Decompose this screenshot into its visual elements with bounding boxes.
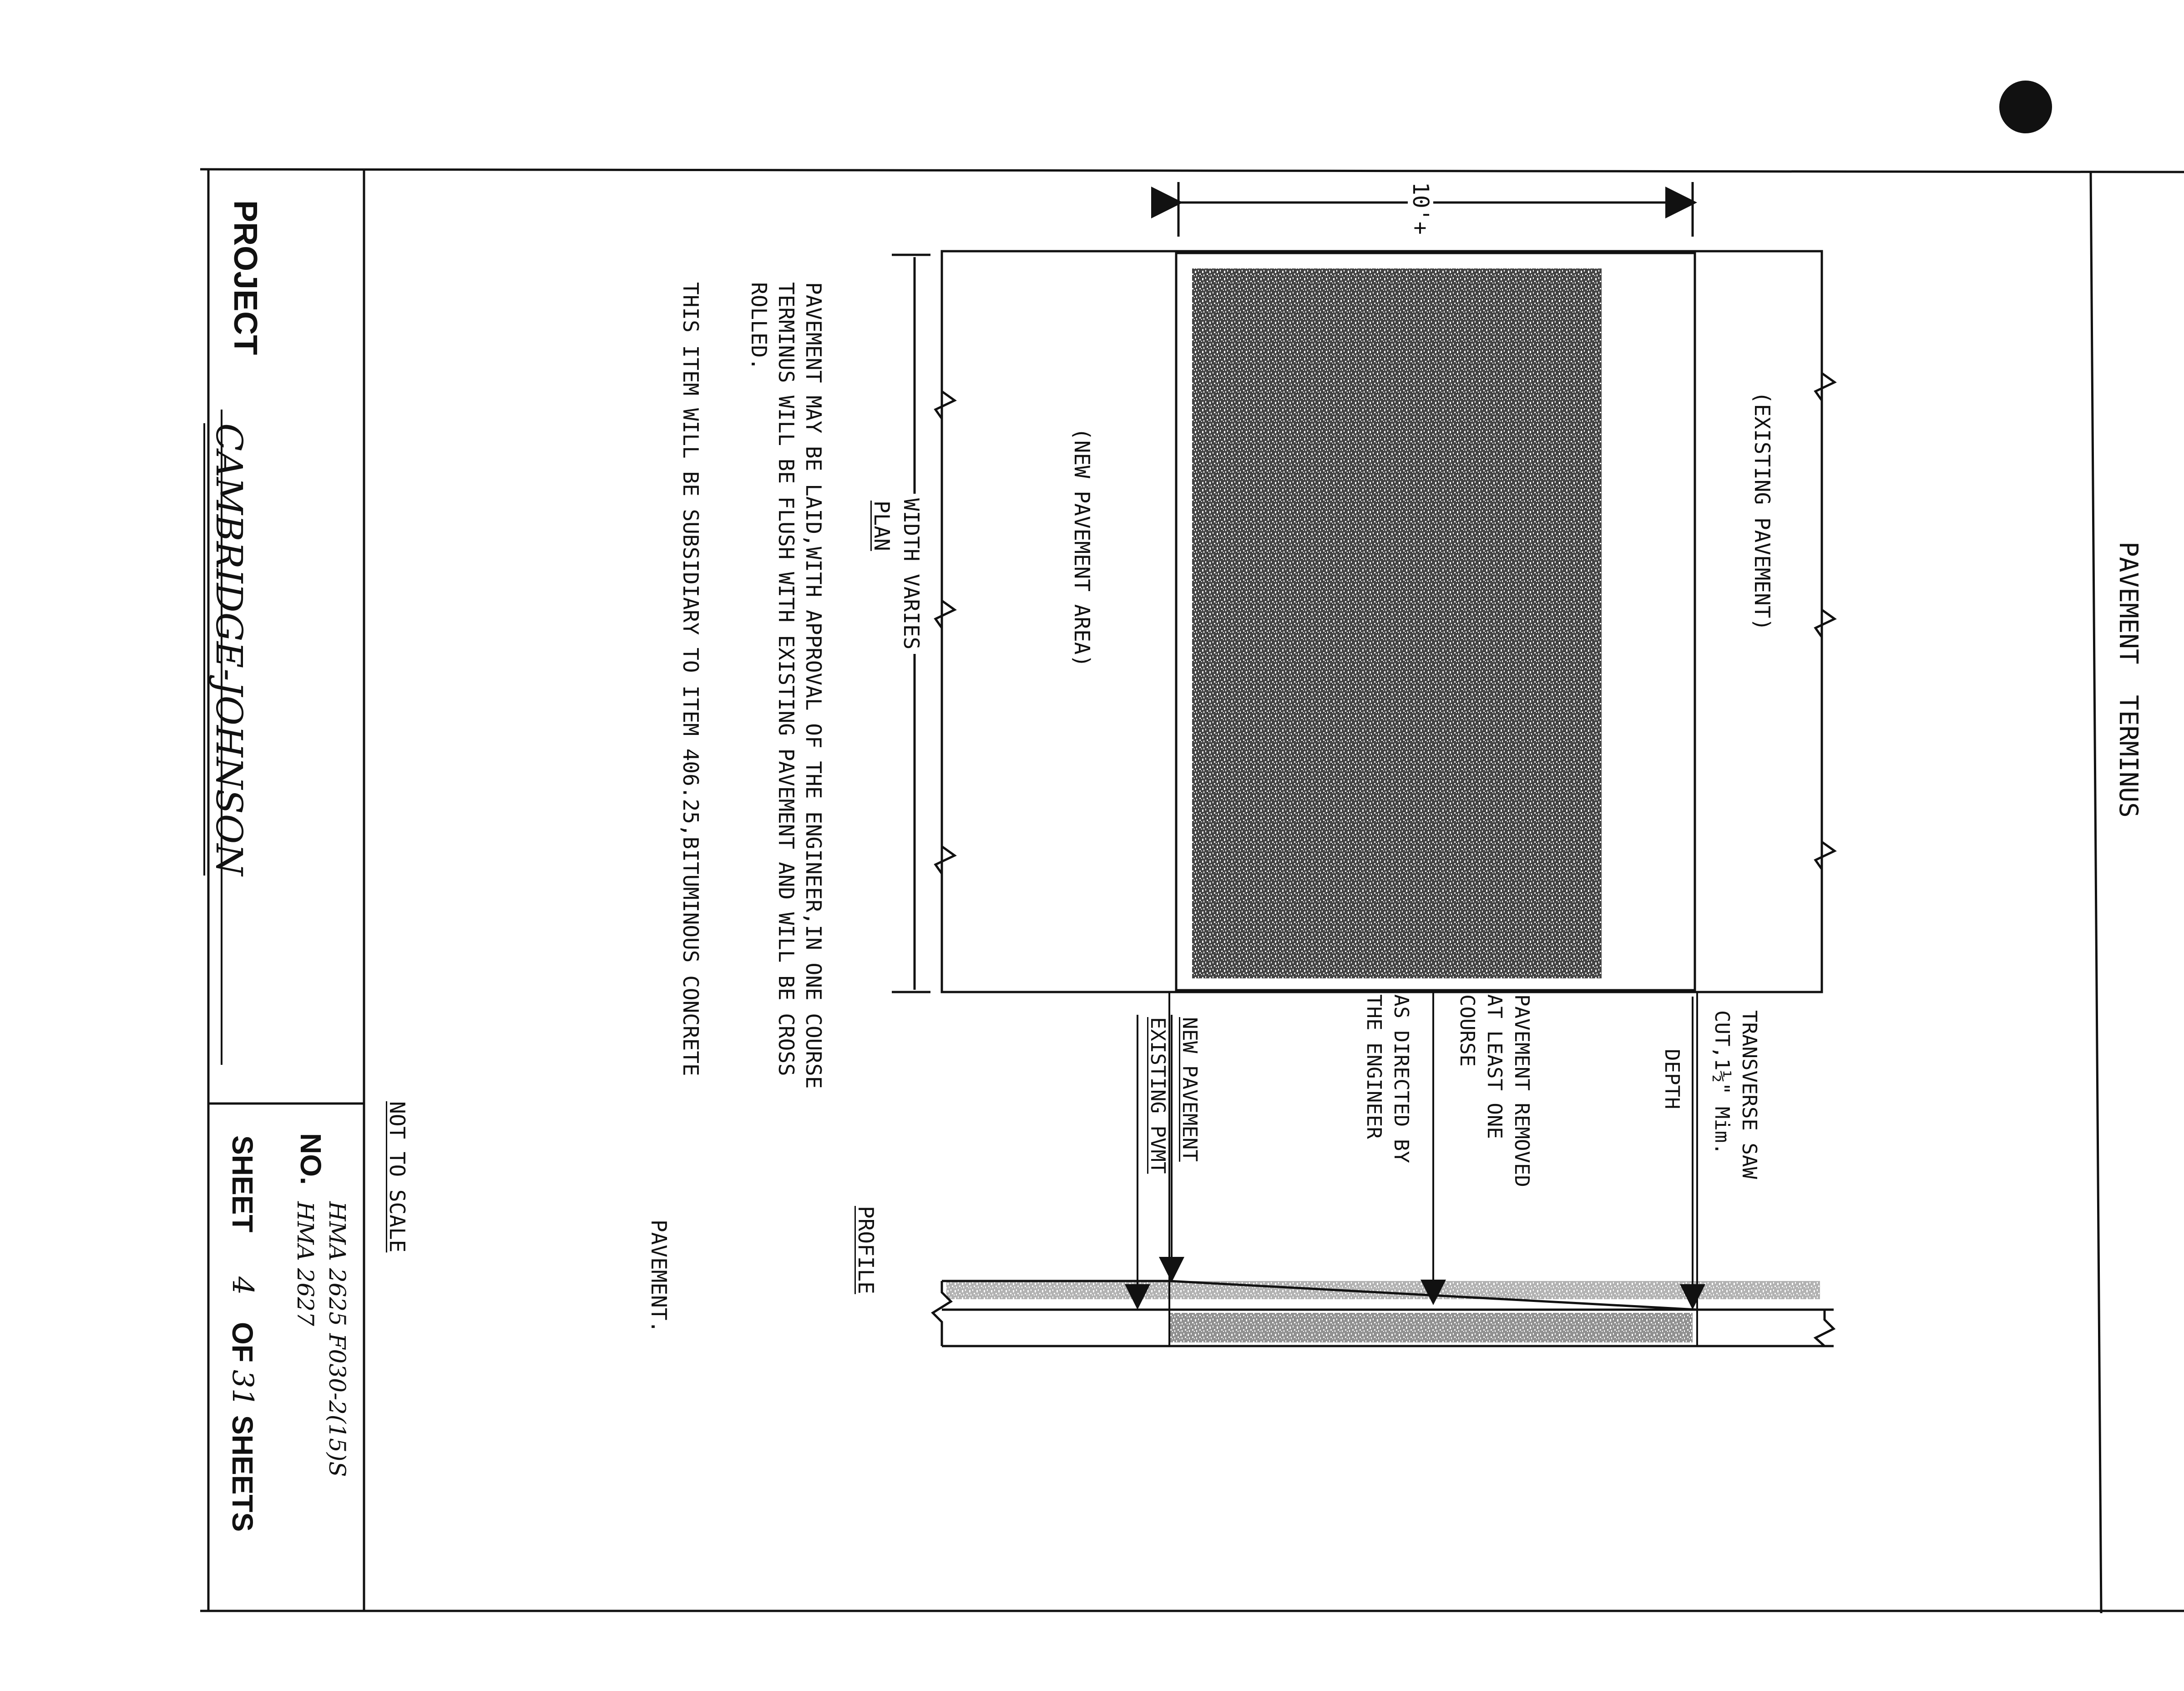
project-label: PROJECT bbox=[227, 200, 263, 355]
saw-cut-line-1: TRANSVERSE SAW bbox=[1738, 1010, 1761, 1179]
note-line-5: PAVEMENT. bbox=[647, 1220, 671, 1333]
title-strip-divider bbox=[2089, 172, 2103, 1614]
dimension-label: 10'+ bbox=[1408, 182, 1433, 235]
sheet-number: 4 bbox=[226, 1276, 259, 1295]
directed-line-1: AS DIRECTED BY bbox=[1390, 994, 1413, 1163]
not-to-scale-label: NOT TO SCALE bbox=[385, 1101, 410, 1253]
total-sheets: 31 bbox=[226, 1370, 259, 1407]
directed-line-2: THE ENGINEER bbox=[1362, 994, 1385, 1139]
removed-line-2: AT LEAST ONE bbox=[1483, 994, 1506, 1139]
project-underline bbox=[221, 410, 222, 1065]
removed-line-1: PAVEMENT REMOVED bbox=[1510, 994, 1533, 1187]
punch-hole bbox=[1999, 81, 2052, 133]
note-line-3: ROLLED. bbox=[747, 282, 771, 370]
saw-cut-line-2: CUT,1½" Mim. bbox=[1710, 1010, 1734, 1155]
note-line-2: TERMINUS WILL BE FLUSH WITH EXISTING PAV… bbox=[774, 282, 799, 1076]
no-value-1: HMA 2625 F030-2(15)S bbox=[324, 1201, 350, 1477]
existing-pavement-label: (EXISTING PAVEMENT) bbox=[1750, 391, 1774, 631]
profile-label: PROFILE bbox=[854, 1206, 878, 1294]
plan-outline bbox=[940, 250, 1823, 993]
plan-label: PLAN bbox=[870, 501, 894, 551]
project-name: CAMBRIDGE-JOHNSON bbox=[203, 423, 250, 876]
new-pavement-label: NEW PAVEMENT bbox=[1178, 1017, 1201, 1162]
new-pavement-area-label: (NEW PAVEMENT AREA) bbox=[1070, 428, 1094, 668]
sheet-title: PAVEMENT TERMINUS bbox=[2113, 542, 2143, 818]
frame-top-line bbox=[200, 168, 2184, 173]
of-label: OF bbox=[226, 1322, 259, 1362]
note-line-4: THIS ITEM WILL BE SUBSIDIARY TO ITEM 406… bbox=[678, 282, 703, 1076]
removed-line-3: COURSE bbox=[1456, 994, 1479, 1067]
note-line-1: PAVEMENT MAY BE LAID,WITH APPROVAL OF TH… bbox=[801, 282, 826, 1089]
width-varies-label: WIDTH VARIES bbox=[899, 494, 924, 654]
sheet-label: SHEET bbox=[226, 1135, 259, 1233]
new-pavement-hatch bbox=[1192, 268, 1602, 978]
new-pavement-strip bbox=[1175, 252, 1696, 992]
sheets-label: SHEETS bbox=[226, 1415, 259, 1532]
existing-pvmt-label: EXISTING PVMT bbox=[1146, 1017, 1169, 1174]
saw-cut-line-3: DEPTH bbox=[1660, 1049, 1684, 1109]
no-value-2: HMA 2627 bbox=[292, 1201, 318, 1326]
no-label: NO. bbox=[294, 1133, 327, 1185]
